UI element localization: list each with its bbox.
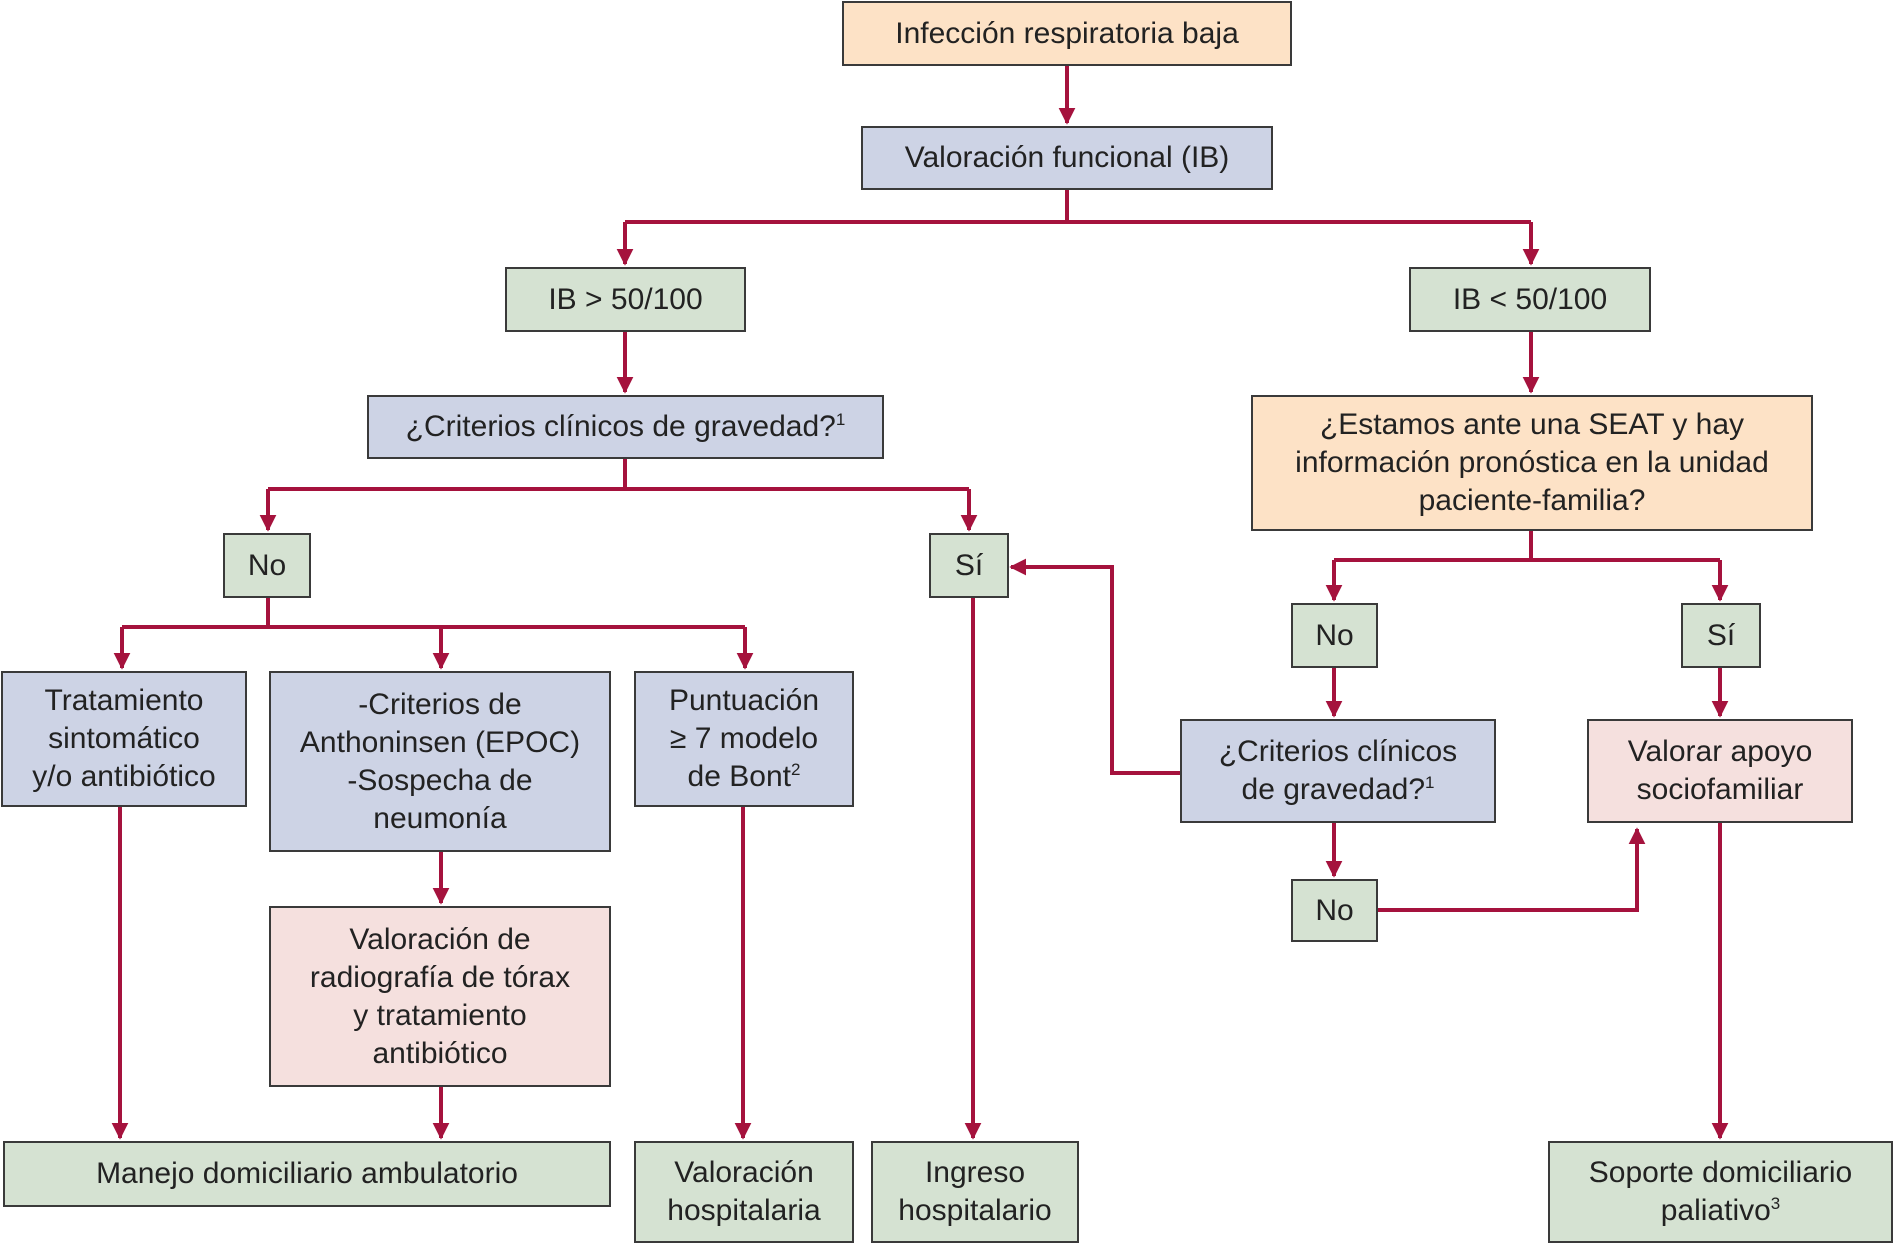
node-tratamiento-sintomatico: Tratamiento sintomático y/o antibiótico bbox=[1, 671, 247, 807]
line-valoracion-split bbox=[625, 190, 1531, 224]
node-ib-menor: IB < 50/100 bbox=[1409, 267, 1651, 332]
node-no-left: No bbox=[223, 533, 311, 598]
node-no-lower: No bbox=[1291, 879, 1378, 942]
line-no-left-split bbox=[122, 598, 745, 629]
node-criterios-anthonisen: -Criterios de Anthoninsen (EPOC) -Sospec… bbox=[269, 671, 611, 852]
node-infeccion-respiratoria: Infección respiratoria baja bbox=[842, 1, 1292, 66]
node-seat-question: ¿Estamos ante una SEAT y hay información… bbox=[1251, 395, 1813, 531]
node-valoracion-radiografia: Valoración de radiografía de tórax y tra… bbox=[269, 906, 611, 1087]
arrow-no-lower-to-valorar bbox=[1376, 827, 1646, 912]
node-no-right: No bbox=[1291, 603, 1378, 668]
node-ib-mayor: IB > 50/100 bbox=[505, 267, 746, 332]
node-valoracion-funcional: Valoración funcional (IB) bbox=[861, 126, 1273, 190]
node-valorar-apoyo: Valorar apoyo sociofamiliar bbox=[1587, 719, 1853, 823]
arrow-criterios-right-to-si-mid bbox=[1009, 558, 1180, 775]
node-ingreso-hospitalario: Ingreso hospitalario bbox=[871, 1141, 1079, 1243]
line-criterios-split bbox=[268, 459, 969, 491]
node-criterios-gravedad-right: ¿Criterios clínicos de gravedad?1 bbox=[1180, 719, 1496, 823]
node-valoracion-hospitalaria: Valoración hospitalaria bbox=[634, 1141, 854, 1243]
node-si-right: Sí bbox=[1681, 603, 1761, 668]
node-soporte-paliativo: Soporte domiciliario paliativo3 bbox=[1548, 1141, 1893, 1243]
node-criterios-gravedad-left: ¿Criterios clínicos de gravedad?1 bbox=[367, 395, 884, 459]
node-puntuacion-bont: Puntuación ≥ 7 modelo de Bont2 bbox=[634, 671, 854, 807]
line-seat-split bbox=[1334, 531, 1720, 562]
node-manejo-domiciliario: Manejo domiciliario ambulatorio bbox=[3, 1141, 611, 1207]
node-si-middle: Sí bbox=[929, 533, 1009, 598]
